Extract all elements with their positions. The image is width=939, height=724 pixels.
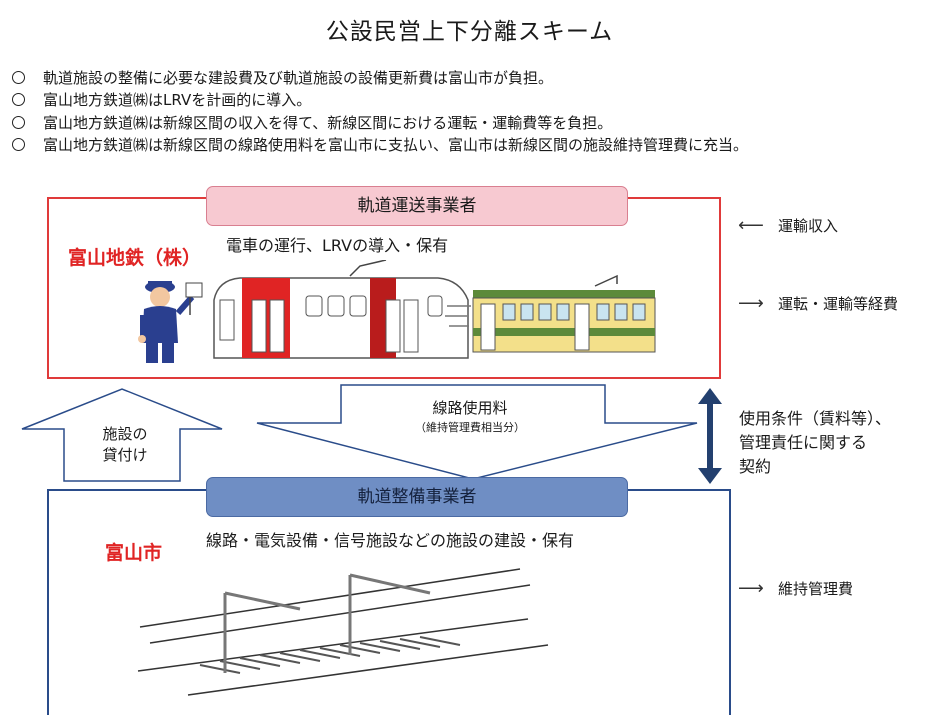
maintenance-flow: ⟶ 維持管理費: [738, 578, 853, 599]
facility-lease-label-1: 施設の: [102, 425, 148, 443]
contract-label-3: 契約: [739, 457, 772, 476]
list-item: 富山地方鉄道㈱はLRVを計画的に導入。: [12, 89, 748, 112]
list-item: 富山地方鉄道㈱は新線区間の収入を得て、新線区間における運転・運輸費等を負担。: [12, 111, 748, 134]
page-title: 公設民営上下分離スキーム: [325, 19, 614, 45]
infrastructure-header: 軌道整備事業者: [206, 477, 628, 517]
circle-bullet-icon: [12, 70, 25, 84]
yellow-tram-icon: [445, 274, 656, 353]
list-item: 富山地方鉄道㈱は新線区間の線路使用料を富山市に支払い、富山市は新線区間の施設維持…: [12, 134, 748, 157]
operator-header: 軌道運送事業者: [206, 186, 628, 226]
bullet-text: 富山地方鉄道㈱は新線区間の収入を得て、新線区間における運転・運輸費等を負担。: [43, 113, 613, 132]
infrastructure-entity-name: 富山市: [105, 542, 163, 564]
bullet-text: 富山地方鉄道㈱はLRVを計画的に導入。: [43, 91, 312, 110]
track-catenary-icon: [137, 568, 549, 696]
lrv-tram-icon: [213, 260, 469, 359]
revenue-flow: ⟵ 運輸収入: [738, 215, 838, 236]
operator-role: 電車の運行、LRVの導入・保有: [226, 236, 449, 255]
maintenance-label: 維持管理費: [778, 580, 854, 598]
expense-label: 運転・運輸等経費: [778, 295, 899, 313]
facility-lease-arrow: [21, 388, 223, 482]
track-fee-arrow: [256, 384, 698, 480]
contract-label-1: 使用条件（賃料等）、: [739, 409, 892, 428]
bullet-text: 富山地方鉄道㈱は新線区間の線路使用料を富山市に支払い、富山市は新線区間の施設維持…: [43, 136, 749, 155]
list-item: 軌道施設の整備に必要な建設費及び軌道施設の設備更新費は富山市が負担。: [12, 66, 748, 89]
expense-flow: ⟶ 運転・運輸等経費: [738, 293, 898, 314]
bullet-list: 軌道施設の整備に必要な建設費及び軌道施設の設備更新費は富山市が負担。 富山地方鉄…: [12, 66, 748, 156]
arrow-right-icon: ⟶: [738, 578, 764, 599]
bullet-text: 軌道施設の整備に必要な建設費及び軌道施設の設備更新費は富山市が負担。: [43, 68, 554, 87]
circle-bullet-icon: [12, 138, 25, 152]
operator-entity-name: 富山地鉄（株）: [68, 247, 202, 269]
revenue-label: 運輸収入: [778, 217, 839, 235]
circle-bullet-icon: [12, 115, 25, 129]
track-fee-label: 線路使用料: [432, 399, 508, 417]
arrow-left-icon: ⟵: [738, 215, 764, 236]
arrow-right-icon: ⟶: [738, 293, 764, 314]
facility-lease-label-2: 貸付け: [102, 446, 148, 464]
contract-double-arrow-icon: [698, 388, 722, 484]
infrastructure-role: 線路・電気設備・信号施設などの施設の建設・保有: [206, 531, 575, 550]
contract-label-2: 管理責任に関する: [739, 433, 868, 452]
track-fee-sublabel: （維持管理費相当分）: [415, 421, 525, 434]
circle-bullet-icon: [12, 93, 25, 107]
conductor-figure-icon: [138, 281, 203, 363]
